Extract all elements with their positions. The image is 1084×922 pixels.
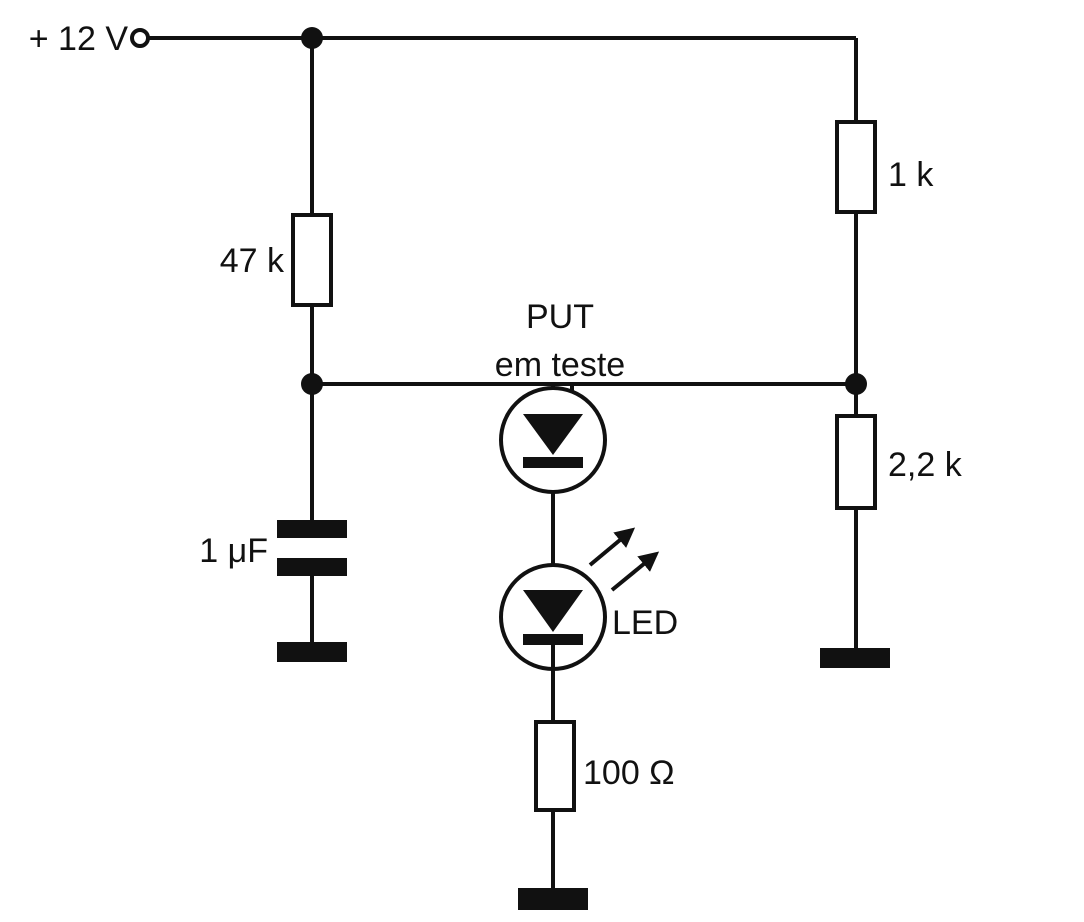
label-resistor-1k: 1 k bbox=[888, 156, 934, 194]
led-arrow-lower bbox=[610, 551, 660, 592]
put-cathode-bar bbox=[523, 457, 583, 468]
ground-center bbox=[518, 888, 588, 910]
label-capacitor: 1 μF bbox=[199, 532, 268, 570]
resistor-1k bbox=[835, 120, 877, 214]
capacitor-plate-bottom bbox=[277, 558, 347, 576]
node-top-left bbox=[301, 27, 323, 49]
node-mid-left bbox=[301, 373, 323, 395]
node-mid-right bbox=[845, 373, 867, 395]
led-arrow-upper bbox=[588, 527, 636, 567]
resistor-100 bbox=[534, 720, 576, 812]
ground-left bbox=[277, 642, 347, 662]
label-put-under-test: em teste bbox=[495, 346, 625, 384]
label-resistor-100: 100 Ω bbox=[583, 754, 675, 792]
label-put: PUT bbox=[526, 298, 594, 336]
ground-right bbox=[820, 648, 890, 668]
supply-terminal bbox=[130, 28, 150, 48]
led-diode-triangle bbox=[523, 590, 583, 632]
capacitor-plate-top bbox=[277, 520, 347, 538]
resistor-47k bbox=[291, 213, 333, 307]
label-resistor-47k: 47 k bbox=[220, 242, 285, 280]
led-cathode-bar bbox=[523, 634, 583, 645]
resistor-2k2 bbox=[835, 414, 877, 510]
label-led: LED bbox=[612, 604, 678, 642]
label-supply: + 12 V bbox=[29, 20, 129, 58]
label-resistor-2k2: 2,2 k bbox=[888, 446, 963, 484]
put-diode-triangle bbox=[523, 414, 583, 455]
